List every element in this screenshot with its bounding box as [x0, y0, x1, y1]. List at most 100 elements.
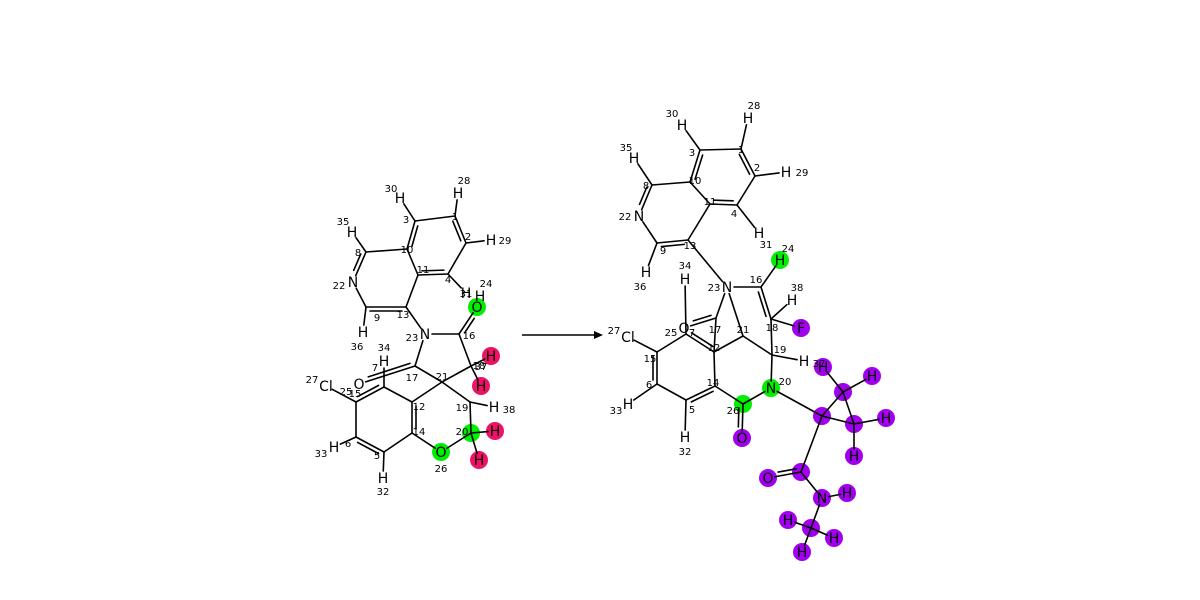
reaction-arrow-head	[594, 331, 603, 339]
product-bond-double	[738, 153, 751, 176]
reactant-bond	[470, 358, 486, 367]
product-atom-n: N	[722, 280, 732, 296]
reactant-bond-double	[463, 317, 476, 334]
product-bond-double	[737, 407, 740, 428]
reactant-atom-index-34: 34	[378, 343, 391, 354]
reactant-bond	[354, 251, 367, 277]
product-atom-index-24: 24	[782, 244, 795, 255]
product-bond	[637, 163, 653, 186]
product-bond-double	[777, 467, 798, 473]
product-bond	[689, 149, 701, 183]
product-atom-index-1: 1	[738, 145, 744, 156]
bonds-layer	[331, 124, 880, 547]
product-bond	[800, 471, 819, 494]
highlight-layer	[432, 251, 895, 561]
product-bond	[842, 378, 867, 393]
product-atom-h: H	[629, 151, 640, 167]
product-bond	[642, 221, 658, 244]
reactant-bond	[441, 365, 472, 383]
reactant-bond	[458, 333, 472, 367]
reactant-atom-index-38: 38	[503, 405, 516, 416]
product-atom-h: H	[797, 545, 808, 561]
product-atom-index-33: 33	[610, 406, 623, 417]
product-atom-index-25: 25	[665, 328, 678, 339]
product-bond-double	[713, 199, 734, 202]
reactant-atom-o: O	[471, 300, 482, 316]
product-bond	[740, 148, 756, 177]
reactant-highlight-37	[472, 377, 490, 395]
product-atom-index-2: 2	[754, 163, 760, 174]
product-atom-index-22: 22	[619, 212, 632, 223]
product-atom-index-30: 30	[666, 109, 679, 120]
reactant-highlight-lO16	[468, 298, 486, 316]
reactant-bond	[470, 430, 489, 434]
product-bond	[715, 292, 726, 319]
reactant-bond	[355, 236, 367, 253]
product-atom-index-5: 5	[689, 405, 695, 416]
reaction-arrow	[522, 331, 603, 339]
reactant-highlight-lHa	[482, 347, 500, 365]
reactant-atom-index-26: 26	[435, 464, 448, 475]
product-bond	[736, 204, 756, 229]
reactant-atom-h: H	[453, 186, 464, 202]
product-atom-index-19: 19	[774, 345, 787, 356]
reactant-atom-index-28: 28	[458, 176, 471, 187]
product-atom-n: N	[766, 381, 776, 397]
product-highlight-rO26	[733, 429, 751, 447]
product-atom-h: H	[799, 354, 810, 370]
reactant-atom-index-5: 5	[374, 451, 380, 462]
reactant-atom-index-21: 21	[436, 372, 449, 383]
reactant-bond	[355, 287, 367, 308]
product-highlight-rPN	[813, 489, 831, 507]
product-highlight-rPH6	[779, 511, 797, 529]
reactant-atom-index-17: 17	[406, 373, 419, 384]
reactant-bond	[383, 386, 413, 403]
reactant-bond	[470, 365, 479, 381]
reactant-bond	[411, 381, 443, 403]
reactant-bond	[331, 388, 357, 403]
product-highlight-rPO	[759, 469, 777, 487]
product-bond	[736, 175, 756, 206]
reactant-bond	[405, 306, 422, 330]
product-atom-index-26: 26	[727, 406, 740, 417]
reactant-atom-index-24: 24	[480, 279, 493, 290]
product-bond	[684, 399, 687, 431]
product-highlight-rPH5	[838, 484, 856, 502]
reactant-bond	[469, 401, 472, 434]
reactant-bond	[414, 339, 424, 367]
product-bond	[842, 391, 855, 425]
product-atom-index-27: 27	[608, 326, 621, 337]
product-atom-index-20: 20	[779, 377, 792, 388]
reactant-bond	[355, 436, 385, 453]
product-bond	[810, 527, 829, 537]
product-bond	[853, 418, 880, 425]
reactant-bond-double	[421, 269, 445, 272]
product-bond	[742, 335, 773, 356]
product-bond	[821, 415, 855, 425]
product-bond	[699, 148, 742, 151]
reactant-bond	[411, 432, 436, 449]
reactant-atom-h: H	[486, 349, 497, 365]
product-highlight-rPH3	[877, 409, 895, 427]
product-atom-h: H	[775, 253, 786, 269]
product-bond	[740, 124, 748, 150]
product-atom-n: N	[634, 209, 644, 225]
product-atom-h: H	[680, 430, 691, 446]
reactant-bond	[363, 306, 367, 326]
product-bond	[689, 317, 717, 327]
reactant-bond	[454, 199, 458, 217]
reactant-atom-index-1: 1	[452, 212, 458, 223]
reactant-bond	[458, 312, 474, 335]
reactant-bond	[365, 248, 408, 253]
product-atom-index-7: 7	[689, 328, 695, 339]
reactant-atom-index-22: 22	[333, 281, 346, 292]
product-bond	[770, 318, 773, 356]
reactant-atom-cl: Cl	[319, 379, 333, 395]
reactant-atom-h: H	[475, 289, 486, 305]
reactant-atom-index-14: 14	[413, 427, 426, 438]
product-atom-h: H	[641, 265, 652, 281]
product-atom-index-29: 29	[796, 168, 809, 179]
product-atom-index-14: 14	[707, 378, 720, 389]
product-atom-index-21: 21	[737, 325, 750, 336]
